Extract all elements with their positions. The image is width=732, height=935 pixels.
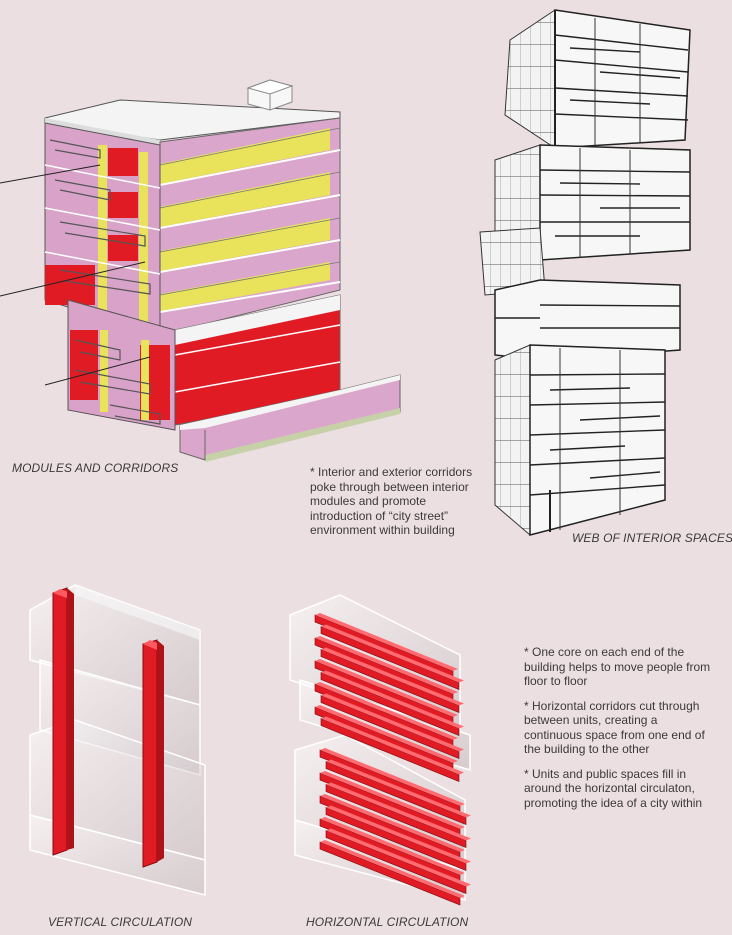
note-line: floor to floor: [524, 674, 588, 688]
corridor-bar-top: [315, 705, 458, 763]
corridor-bar-top: [326, 782, 471, 841]
horizontal-circulation-caption: HORIZONTAL CIRCULATION: [306, 915, 469, 929]
note-line: promoting the idea of a city within: [524, 795, 703, 810]
corridor-bar-top: [320, 840, 465, 898]
vertical-circulation-caption: VERTICAL CIRCULATION: [48, 915, 193, 929]
note-line: * Units and public spaces fill in: [524, 766, 687, 781]
corridor-bar-top: [320, 794, 465, 852]
corridors-note-line: environment within building: [310, 523, 455, 537]
circulation-notes: * One core on each end of the building h…: [524, 645, 729, 820]
vertical-circulation-drawing: [29, 584, 206, 896]
corridors-note-line: poke through between interior: [310, 479, 469, 494]
note-line: continuous space from one end of: [524, 727, 705, 742]
corridor-bar-top: [321, 647, 464, 706]
corridor-bar-top: [315, 659, 458, 717]
note-line: * Horizontal corridors cut through: [524, 698, 700, 713]
corridors-note-line: modules and promote: [310, 494, 427, 508]
corridor-bar-top: [320, 748, 465, 806]
corridor-bar-top: [326, 805, 471, 864]
modules-and-corridors-caption: MODULES AND CORRIDORS: [12, 461, 179, 475]
modules-and-corridors-drawing: [0, 79, 401, 462]
web-of-interior-spaces-drawing: [479, 9, 691, 536]
note-units-public: * Units and public spaces fill in around…: [524, 767, 729, 811]
corridor-bar-top: [321, 716, 464, 775]
corridor-bar-top: [321, 693, 464, 752]
corridor-bar-top: [321, 624, 464, 683]
note-line: building helps to move people from: [524, 659, 711, 674]
corridors-note-line: * Interior and exterior corridors: [310, 465, 473, 479]
corridor-bar-top: [315, 613, 458, 671]
corridor-bar-top: [320, 817, 465, 875]
corridor-bar-top: [315, 682, 458, 740]
corridor-bar-top: [326, 759, 471, 818]
corridor-bars: [314, 613, 471, 906]
horizontal-circulation-drawing: [289, 594, 471, 906]
note-cores: * One core on each end of the building h…: [524, 645, 729, 689]
corridor-bar-top: [315, 636, 458, 694]
corridor-bar-top: [320, 771, 465, 829]
note-line: the building to the other: [524, 742, 650, 756]
note-line: * One core on each end of the: [524, 645, 685, 659]
note-horizontal-corridors: * Horizontal corridors cut through betwe…: [524, 699, 729, 757]
web-of-interior-spaces-caption: WEB OF INTERIOR SPACES: [572, 531, 732, 545]
note-line: between units, creating a: [524, 713, 658, 727]
corridor-bar-top: [326, 828, 471, 887]
corridors-note-line: introduction of “city street”: [310, 508, 449, 523]
corridors-note: * Interior and exterior corridors poke t…: [310, 465, 510, 538]
corridor-bar-top: [321, 670, 464, 729]
note-line: around the horizontal circulaton,: [524, 781, 695, 795]
